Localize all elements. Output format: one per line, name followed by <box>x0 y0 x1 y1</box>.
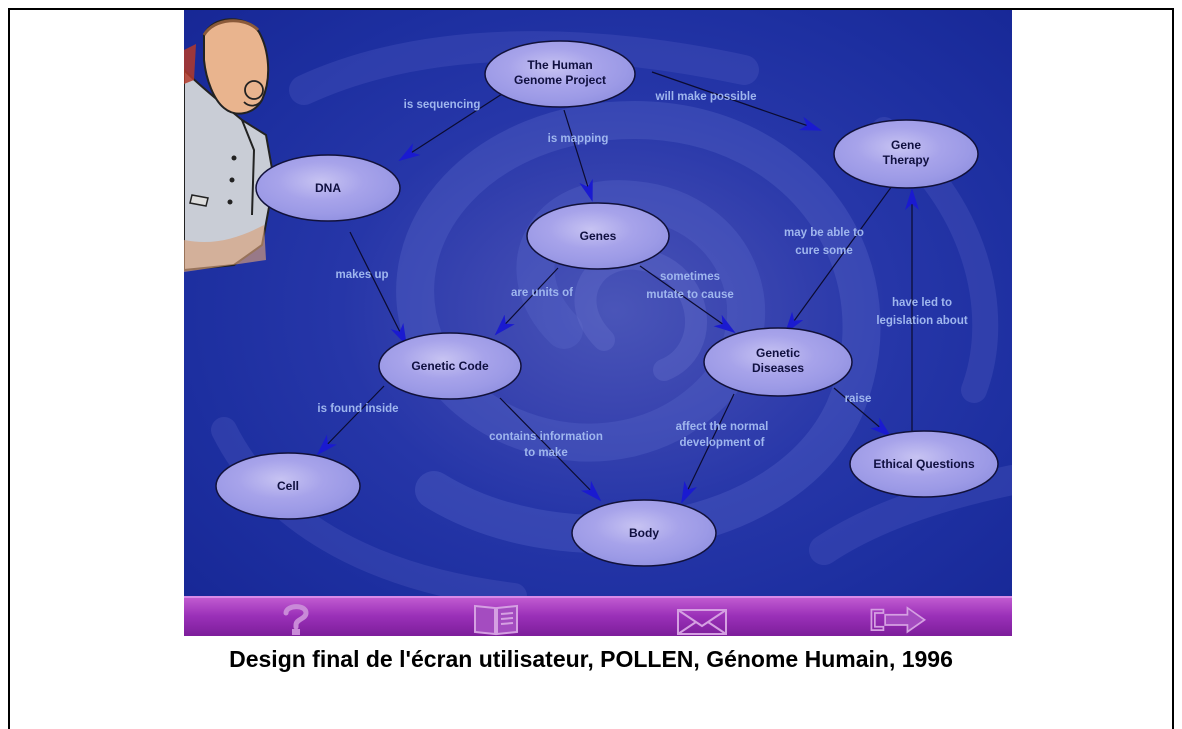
edge-label-is-mapping: is mapping <box>548 133 609 145</box>
edge-genes-code <box>494 267 559 336</box>
edge-code-body <box>499 397 602 502</box>
node-ethical-questions[interactable]: Ethical Questions <box>849 430 999 498</box>
edge-label-will-make-possible: will make possible <box>655 91 757 103</box>
edge-dna-code <box>349 231 407 346</box>
edge-code-cell <box>316 385 385 456</box>
node-genetic-diseases[interactable]: Genetic Diseases <box>703 327 853 397</box>
node-label-genetic: Genetic <box>756 346 800 360</box>
edge-label-development-of: development of <box>680 437 765 449</box>
bottom-toolbar <box>184 596 1012 636</box>
edge-label-contains-information: contains information <box>489 431 603 443</box>
mail-button[interactable] <box>672 602 732 636</box>
edge-label-is-sequencing: is sequencing <box>404 99 481 111</box>
app-screen: is sequencing is mapping will make possi… <box>184 10 1012 636</box>
node-label-gene: Gene <box>891 138 921 152</box>
edge-project-dna <box>398 93 503 162</box>
help-button[interactable] <box>266 602 326 636</box>
concept-map: is sequencing is mapping will make possi… <box>184 18 1012 596</box>
node-label-diseases: Diseases <box>752 361 804 375</box>
node-label-genetic-code: Genetic Code <box>411 359 489 373</box>
edge-diseases-ethics <box>833 387 892 438</box>
book-icon <box>474 604 518 636</box>
edge-label-may-be-able-to: may be able to <box>784 227 864 239</box>
edge-project-genes <box>563 109 593 202</box>
edge-label-affect-the-normal: affect the normal <box>676 421 769 433</box>
edge-label-raise: raise <box>845 393 872 405</box>
question-mark-icon <box>283 604 309 635</box>
book-button[interactable] <box>466 602 526 636</box>
node-label-cell: Cell <box>277 479 299 493</box>
edge-label-legislation-about: legislation about <box>876 315 968 327</box>
next-button[interactable] <box>868 602 928 636</box>
edge-label-are-units-of: are units of <box>511 287 573 299</box>
edge-label-is-found-inside: is found inside <box>317 403 398 415</box>
edge-label-cure-some: cure some <box>795 245 853 257</box>
node-label-body: Body <box>629 526 659 540</box>
document-frame <box>8 8 1174 729</box>
edge-project-therapy <box>651 71 822 131</box>
node-genetic-code[interactable]: Genetic Code <box>378 332 522 400</box>
edges <box>316 71 919 504</box>
node-label-genes: Genes <box>580 229 617 243</box>
edge-genes-diseases <box>639 265 736 334</box>
edge-label-makes-up: makes up <box>335 269 388 281</box>
node-label-genome-project: Genome Project <box>514 73 606 87</box>
node-label-dna: DNA <box>315 181 341 195</box>
node-genes[interactable]: Genes <box>526 202 670 270</box>
arrow-right-icon <box>870 606 927 634</box>
node-dna[interactable]: DNA <box>255 154 401 222</box>
edge-label-have-led-to: have led to <box>892 297 952 309</box>
node-label-ethical-questions: Ethical Questions <box>873 457 975 471</box>
figure-caption: Design final de l'écran utilisateur, POL… <box>229 646 953 672</box>
envelope-icon <box>677 609 727 635</box>
edge-diseases-body <box>681 393 735 504</box>
node-label-the-human: The Human <box>527 58 592 72</box>
scientist-character <box>184 18 276 272</box>
node-body[interactable]: Body <box>571 499 717 567</box>
edge-labels: is sequencing is mapping will make possi… <box>317 91 967 459</box>
edge-therapy-diseases <box>784 185 893 334</box>
edge-label-to-make: to make <box>524 447 567 459</box>
node-cell[interactable]: Cell <box>215 452 361 520</box>
edge-label-mutate-to-cause: mutate to cause <box>646 289 734 301</box>
node-human-genome-project[interactable]: The Human Genome Project <box>484 40 636 108</box>
node-label-therapy: Therapy <box>883 153 930 167</box>
node-gene-therapy[interactable]: Gene Therapy <box>833 119 979 189</box>
edge-label-sometimes: sometimes <box>660 271 720 283</box>
